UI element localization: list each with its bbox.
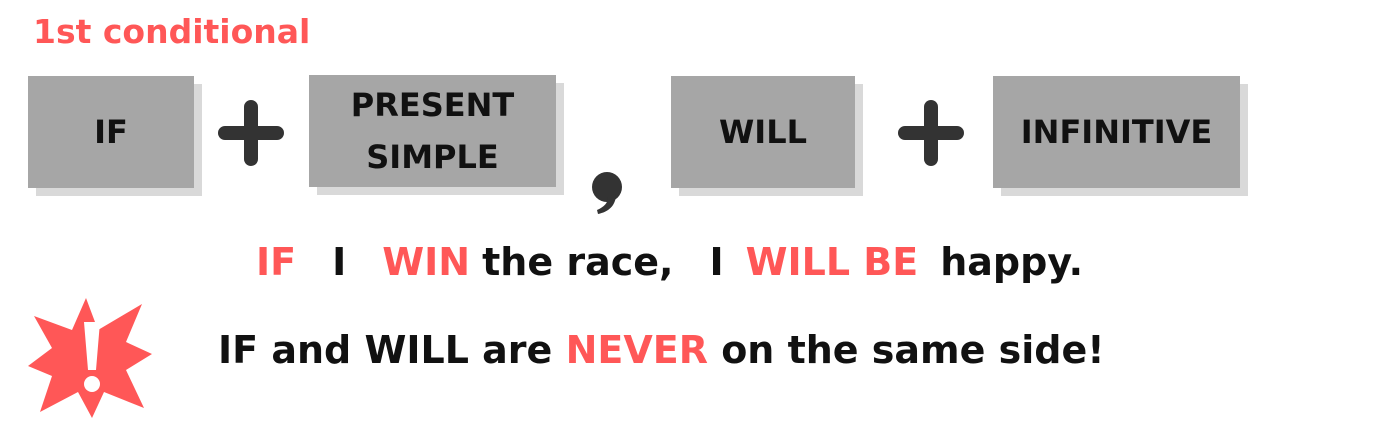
rule-never: NEVER (565, 328, 708, 372)
comma-icon (592, 172, 622, 214)
plus-icon (898, 100, 964, 166)
page-title: 1st conditional (33, 12, 311, 51)
example-i: I (709, 240, 724, 284)
formula-box-label: INFINITIVE (1020, 113, 1213, 151)
rule-part1: IF and WILL are (218, 328, 553, 372)
example-i: I (332, 240, 347, 284)
formula-box-will: WILL (671, 76, 855, 188)
rule-text: IF and WILL are NEVER on the same side! (218, 322, 1105, 378)
example-race: the race, (482, 240, 674, 284)
rule-part2: on the same side! (721, 328, 1105, 372)
formula-box-present-simple: PRESENT SIMPLE (309, 75, 556, 187)
example-win: WIN (382, 240, 471, 284)
plus-icon (218, 100, 284, 166)
formula-box-if: IF (28, 76, 194, 188)
exclamation-burst-icon (28, 298, 152, 418)
formula-box-infinitive: INFINITIVE (993, 76, 1240, 188)
example-if: IF (256, 240, 297, 284)
example-happy: happy. (940, 240, 1084, 284)
formula-box-label-line2: SIMPLE (366, 138, 499, 176)
example-will-be: WILL BE (745, 240, 919, 284)
formula-box-label: IF (94, 113, 128, 151)
formula-box-label: WILL (719, 113, 807, 151)
formula-box-label-line1: PRESENT (350, 86, 515, 124)
